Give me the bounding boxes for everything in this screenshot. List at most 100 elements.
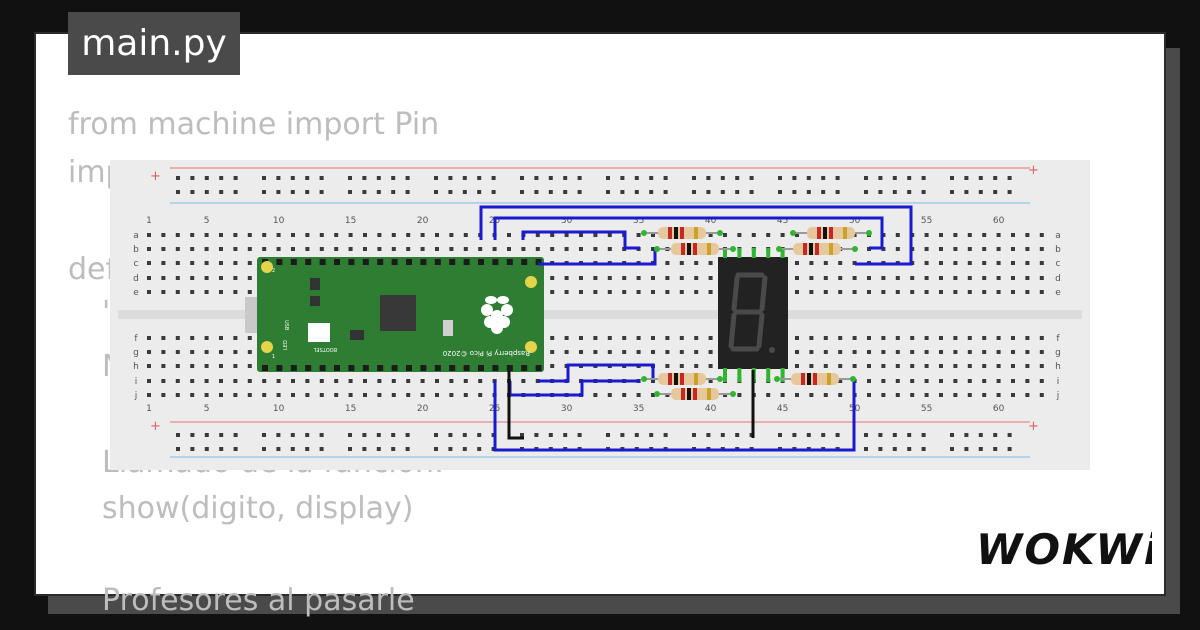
terminal-hole: [204, 364, 209, 368]
rail-hole: [362, 190, 367, 194]
rail-hole: [219, 433, 224, 437]
wokwi-logo-text: WOKWi: [976, 525, 1152, 574]
resistor: [776, 243, 858, 255]
terminal-hole: [636, 290, 641, 294]
rail-hole: [405, 447, 410, 451]
file-tab[interactable]: main.py: [68, 12, 240, 75]
pico-pin: [492, 259, 499, 265]
terminal-hole: [363, 379, 367, 383]
terminal-hole: [593, 247, 598, 251]
terminal-hole: [665, 276, 670, 280]
terminal-hole: [233, 379, 238, 383]
terminal-hole: [463, 393, 468, 397]
wokwi-logo[interactable]: WOKWi: [976, 520, 1152, 580]
terminal-hole: [435, 247, 439, 251]
rail-hole: [290, 433, 295, 437]
terminal-hole: [147, 276, 151, 280]
terminal-hole: [1011, 233, 1015, 237]
terminal-hole: [175, 261, 180, 265]
terminal-hole: [838, 393, 843, 397]
rail-hole: [520, 176, 524, 180]
rail-hole: [219, 447, 224, 451]
rail-hole: [978, 433, 983, 437]
terminal-hole: [579, 290, 583, 294]
terminal-hole: [795, 276, 799, 280]
pico-pin: [377, 259, 384, 265]
rail-hole: [448, 190, 453, 194]
terminal-hole: [550, 233, 555, 237]
row-letter: d: [133, 274, 139, 284]
terminal-hole: [651, 393, 655, 397]
terminal-hole: [593, 290, 598, 294]
column-number: 30: [561, 404, 573, 414]
terminal-hole: [276, 233, 281, 237]
rail-hole: [1007, 176, 1012, 180]
terminal-hole: [1011, 379, 1015, 383]
resistor: [774, 373, 856, 385]
pico-pin: [521, 365, 528, 371]
terminal-hole: [939, 276, 943, 280]
rail-hole: [692, 176, 696, 180]
terminal-hole: [996, 379, 1001, 383]
terminal-hole: [507, 247, 511, 251]
rail-hole: [663, 190, 668, 194]
terminal-hole: [593, 336, 598, 340]
terminal-hole: [636, 336, 641, 340]
terminal-hole: [924, 276, 929, 280]
terminal-hole: [607, 290, 612, 294]
terminal-hole: [219, 290, 223, 294]
terminal-hole: [1025, 261, 1030, 265]
terminal-hole: [247, 336, 252, 340]
rail-hole: [950, 190, 954, 194]
rail-hole: [434, 447, 438, 451]
rail-hole: [233, 190, 238, 194]
pico-pin: [319, 259, 326, 265]
resistor: [654, 388, 736, 400]
terminal-hole: [694, 336, 699, 340]
terminal-hole: [363, 233, 367, 237]
pico-brand-label: Raspberry Pi Pico ©2020: [443, 349, 530, 357]
rail-hole: [290, 447, 295, 451]
terminal-hole: [1011, 350, 1015, 354]
display-segments: [728, 272, 768, 352]
terminal-hole: [147, 247, 151, 251]
terminal-hole: [190, 233, 195, 237]
rail-hole: [462, 190, 467, 194]
terminal-hole: [881, 364, 886, 368]
terminal-hole: [953, 350, 958, 354]
breadboard-circuit: + + + + 11551010151520202525303035354040…: [110, 160, 1090, 470]
terminal-hole: [881, 379, 886, 383]
terminal-hole: [881, 393, 886, 397]
rail-hole: [921, 433, 926, 437]
wire: [538, 248, 657, 266]
terminal-hole: [939, 379, 943, 383]
pico-pin: [406, 365, 412, 371]
terminal-hole: [982, 393, 987, 397]
terminal-hole: [982, 350, 987, 354]
terminal-hole: [247, 350, 252, 354]
terminal-hole: [233, 290, 238, 294]
terminal-hole: [910, 336, 915, 340]
bootsel-label: BOOTSEL: [313, 346, 337, 352]
terminal-hole: [982, 379, 987, 383]
terminal-hole: [622, 393, 627, 397]
terminal-hole: [348, 379, 353, 383]
pico-pin: [478, 365, 484, 371]
rail-hole: [348, 433, 352, 437]
terminal-hole: [766, 233, 771, 237]
rail-hole: [835, 176, 840, 180]
terminal-hole: [233, 336, 238, 340]
rail-hole: [548, 176, 553, 180]
terminal-hole: [175, 393, 180, 397]
rail-hole: [534, 190, 539, 194]
terminal-hole: [247, 393, 252, 397]
terminal-hole: [190, 290, 195, 294]
pico-pin: [362, 365, 369, 371]
terminal-hole: [334, 233, 339, 237]
terminal-hole: [939, 336, 943, 340]
terminal-hole: [679, 350, 684, 354]
terminal-hole: [895, 379, 900, 383]
terminal-hole: [406, 233, 411, 237]
column-number: 40: [705, 404, 717, 414]
row-letter: f: [1056, 334, 1060, 344]
